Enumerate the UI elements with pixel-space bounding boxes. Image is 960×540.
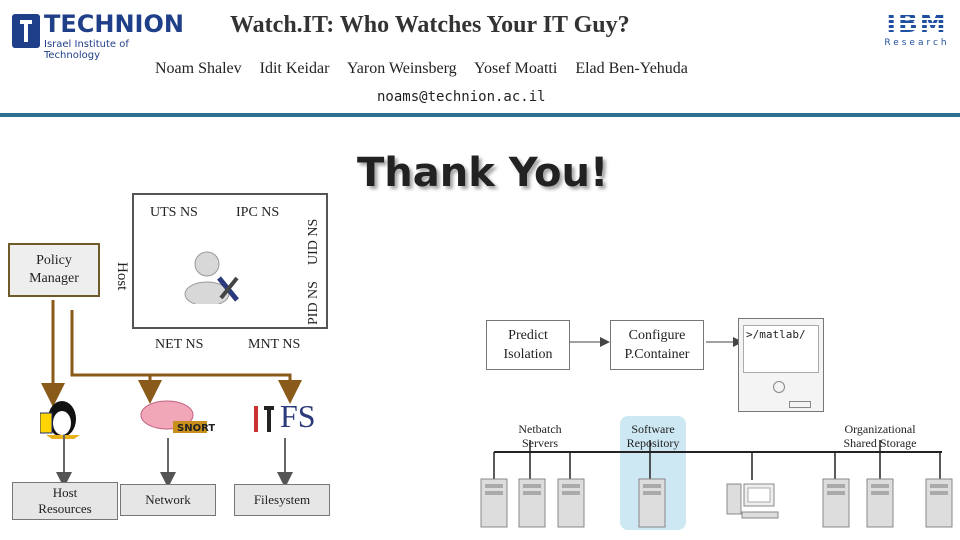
server-icon xyxy=(822,478,850,528)
workstation-icon xyxy=(726,483,779,519)
author-name: Idit Keidar xyxy=(259,60,330,77)
policy-manager-box: Policy Manager xyxy=(8,243,100,297)
filesystem-label: Filesystem xyxy=(253,492,311,507)
host-label: Host xyxy=(114,262,130,291)
software-repository-label: Software Repository xyxy=(626,422,680,450)
power-icon xyxy=(773,381,785,393)
configure-container-box: Configure P.Container xyxy=(610,320,704,370)
server-icon xyxy=(638,478,666,528)
admin-user-icon xyxy=(184,251,239,304)
terminal-monitor: >/matlab/ xyxy=(738,318,824,412)
linux-penguin-icon xyxy=(40,401,80,439)
server-icon xyxy=(480,478,508,528)
brown-arrows xyxy=(41,300,302,407)
fs-logo-text: FS xyxy=(280,398,316,434)
network-bus xyxy=(493,440,942,480)
host-resources-label: Host Resources xyxy=(38,485,92,516)
ibm-logo-subtitle: Research xyxy=(884,38,950,48)
author-name: Yaron Weinsberg xyxy=(346,60,457,77)
svg-text:SNORT: SNORT xyxy=(177,423,215,434)
uid-ns-label: UID NS xyxy=(306,218,321,265)
tools-icon xyxy=(254,406,274,432)
disk-slot xyxy=(789,401,811,408)
contact-email: noams@technion.ac.il xyxy=(377,89,546,105)
technion-logo: TECHNION Israel Institute of Technology xyxy=(6,8,184,61)
ipc-ns-label: IPC NS xyxy=(236,205,280,220)
server-icon xyxy=(925,478,953,528)
author-name: Yosef Moatti xyxy=(474,60,558,77)
filesystem-box: Filesystem xyxy=(234,484,330,516)
technion-logo-subtitle: Israel Institute of Technology xyxy=(44,39,129,61)
slide-title: Watch.IT: Who Watches Your IT Guy? xyxy=(230,12,630,38)
network-box: Network xyxy=(120,484,216,516)
author-name: Elad Ben-Yehuda xyxy=(575,60,688,77)
mnt-ns-label: MNT NS xyxy=(248,337,301,352)
ibm-logo-name: IBM xyxy=(882,10,952,38)
netbatch-servers-label: Netbatch Servers xyxy=(518,422,562,450)
terminal-prompt: >/matlab/ xyxy=(746,328,806,341)
terminal-screen: >/matlab/ xyxy=(743,325,819,373)
host-resources-box: Host Resources xyxy=(12,482,118,520)
authors-line: Noam Shalev Idit Keidar Yaron Weinsberg … xyxy=(155,60,702,78)
technion-emblem-icon xyxy=(12,14,40,48)
snort-pig-icon: SNORT xyxy=(140,400,215,434)
thank-you-heading: Thank You! xyxy=(357,150,609,196)
server-icon xyxy=(866,478,894,528)
configure-container-label: Configure P.Container xyxy=(624,328,690,362)
net-ns-label: NET NS xyxy=(155,337,204,352)
technion-logo-name: TECHNION xyxy=(44,10,184,38)
container-bottom-bar xyxy=(132,329,328,359)
ibm-logo: IBM Research xyxy=(882,10,952,50)
container-box xyxy=(132,193,328,329)
gray-arrows xyxy=(56,435,293,488)
network-label: Network xyxy=(145,492,191,507)
author-name: Noam Shalev xyxy=(155,60,242,77)
policy-manager-label: Policy Manager xyxy=(29,253,79,286)
predict-isolation-label: Predict Isolation xyxy=(503,328,553,362)
header-divider xyxy=(0,113,960,117)
predict-isolation-box: Predict Isolation xyxy=(486,320,570,370)
server-icon xyxy=(518,478,546,528)
uts-ns-label: UTS NS xyxy=(150,205,198,220)
server-icon xyxy=(557,478,585,528)
workflow-arrows xyxy=(570,337,743,347)
